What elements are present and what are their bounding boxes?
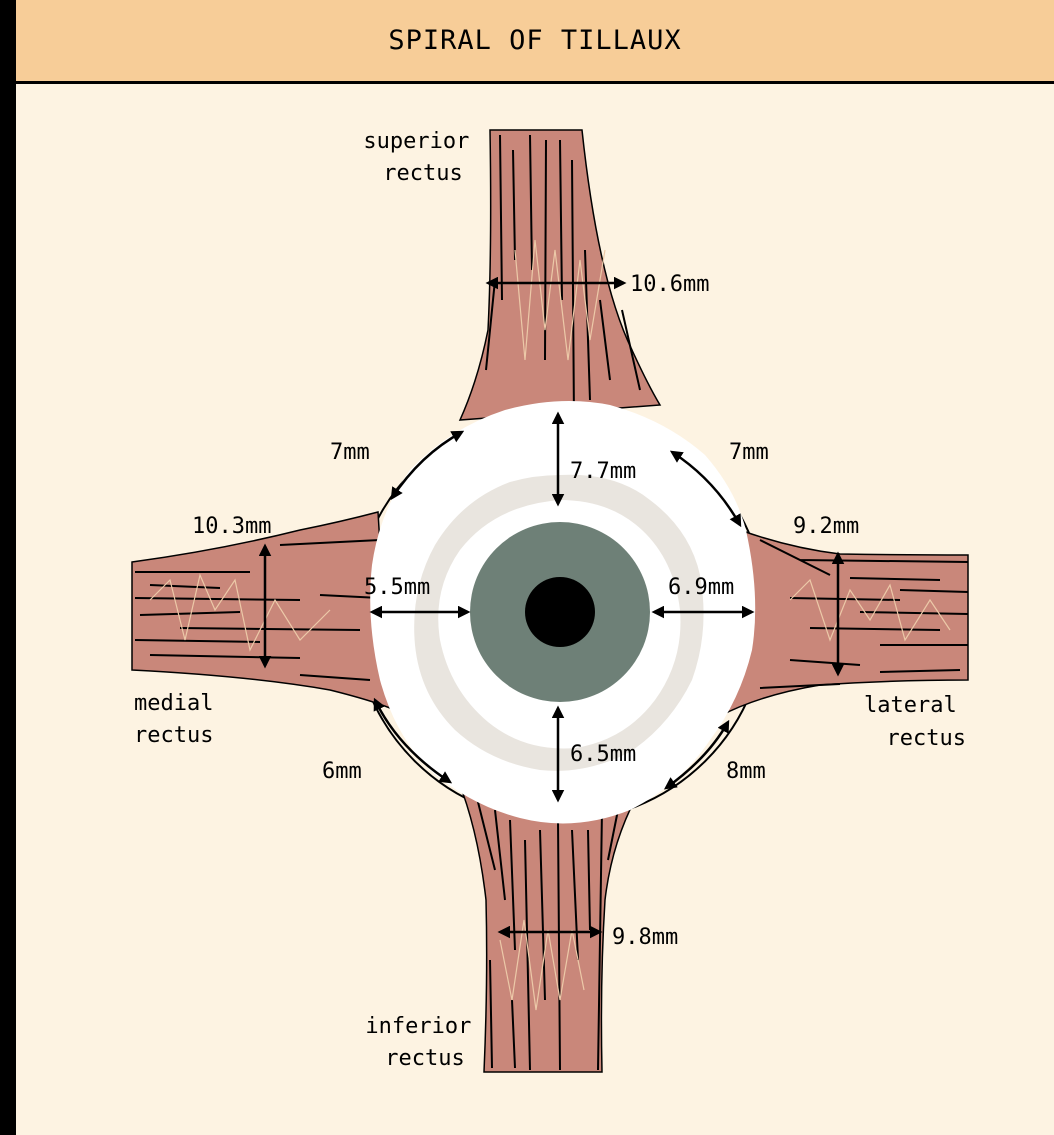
superior-rectus-label-line1: superior: [363, 129, 469, 154]
inferior-lateral-gap-label: 8mm: [726, 759, 766, 784]
medial-rectus-label-line2: rectus: [134, 723, 213, 748]
medial-rectus-label-line1: medial: [134, 691, 213, 716]
lateral-rectus-muscle: [720, 530, 968, 716]
lateral-limbus-label: 6.9mm: [668, 575, 734, 600]
inferior-rectus-label-line1: inferior: [365, 1014, 471, 1039]
superior-medial-gap-label: 7mm: [330, 440, 370, 465]
inferior-width-label: 9.8mm: [612, 925, 678, 950]
lateral-rectus-label-line2: rectus: [887, 726, 966, 751]
medial-width-label: 10.3mm: [192, 514, 271, 539]
inferior-limbus-label: 6.5mm: [570, 742, 636, 767]
superior-limbus-label: 7.7mm: [570, 459, 636, 484]
medial-limbus-label: 5.5mm: [364, 575, 430, 600]
superior-rectus-label-line2: rectus: [383, 161, 462, 186]
inferior-medial-gap-label: 6mm: [322, 759, 362, 784]
lateral-width-label: 9.2mm: [793, 514, 859, 539]
pupil: [525, 577, 595, 647]
lateral-rectus-label: lateral rectus: [864, 693, 970, 751]
superior-rectus-label: superior rectus: [363, 129, 482, 186]
medial-rectus-label: medial rectus: [134, 691, 227, 748]
superior-lateral-gap-label: 7mm: [729, 440, 769, 465]
medial-rectus-muscle: [132, 512, 390, 708]
lateral-rectus-label-line1: lateral: [864, 693, 957, 718]
superior-width-label: 10.6mm: [630, 272, 709, 297]
inferior-rectus-label-line2: rectus: [385, 1046, 464, 1071]
inferior-rectus-label: inferior rectus: [365, 1014, 484, 1071]
